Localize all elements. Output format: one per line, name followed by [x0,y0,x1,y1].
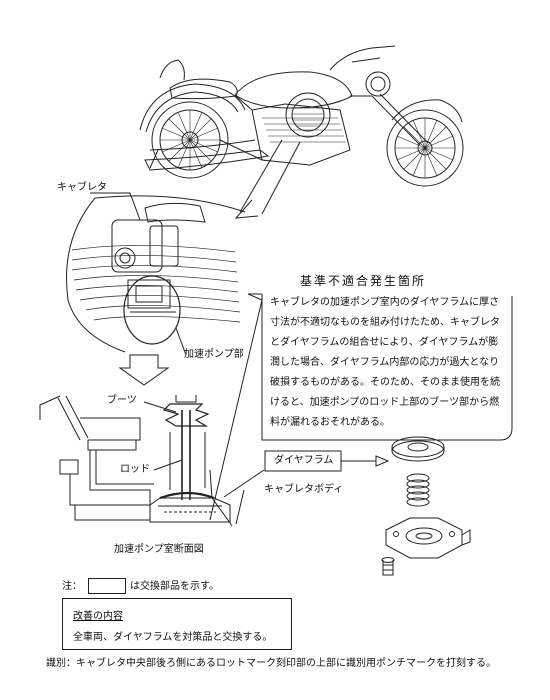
accel-pump-label: 加速ポンプ部 [184,349,244,360]
improvement-heading: 改善の内容 [73,611,123,622]
improvement-body: 全車両、ダイヤフラムを対策品と交換する。 [73,632,273,643]
carb-body-label: キャブレタボディ [264,484,344,495]
engine-closeup-illustration [66,192,246,356]
boots-label: ブーツ [107,395,137,406]
improvement-box: 改善の内容 全車両、ダイヤフラムを対策品と交換する。 [62,598,292,650]
identification-note: 識別：キャブレタ中央部後ろ側にあるロットマーク刻印部の上部に識別用ポンチマークを… [46,658,496,669]
nonconformity-title: 基準不適合発生箇所 [300,274,427,288]
spring-part [406,473,430,507]
legend: 注： は交換部品を示す。 [62,577,219,594]
down-arrow [118,354,170,386]
carburetor-label: キャブレタ [57,182,107,193]
legend-prefix: 注： [62,581,82,592]
screw-part [381,557,395,576]
legend-swatch [88,578,126,594]
motorcycle-illustration [139,45,464,187]
diaphragm-label: ダイヤフラム [274,455,334,466]
nonconformity-description: キャブレタの加速ポンプ室内のダイヤフラムに厚さ寸法が不適切なものを組み付けたため… [270,297,500,428]
section-caption: 加速ポンプ室断面図 [114,544,204,555]
diaphragm-part [391,436,445,462]
diaphragm-arrow [341,455,390,467]
pump-cover-part [385,517,471,559]
callout-frame [209,293,513,521]
rod-label: ロッド [120,464,150,475]
cross-section-illustration [39,395,265,527]
zoom-lines [234,139,301,219]
legend-suffix: は交換部品を示す。 [130,581,219,592]
